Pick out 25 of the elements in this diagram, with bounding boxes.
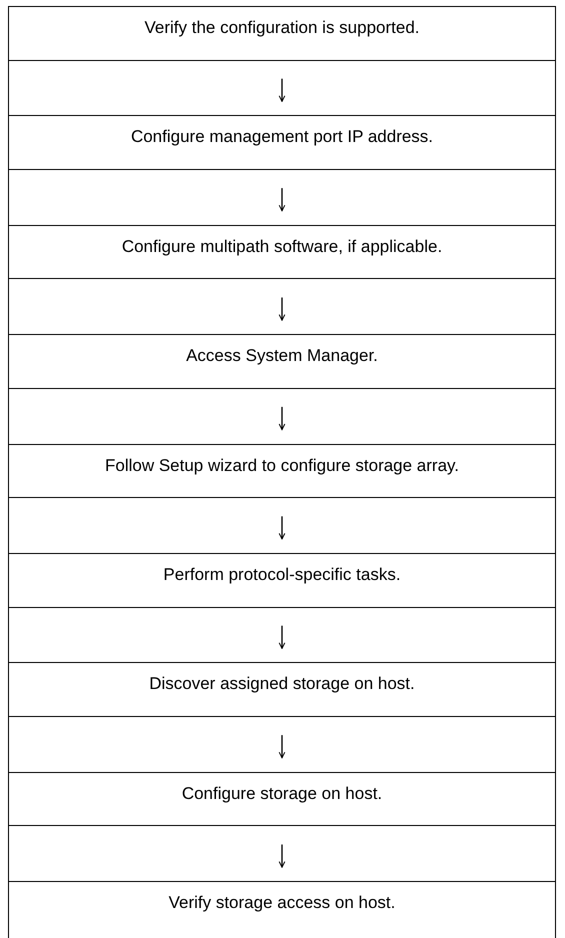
step-text: Verify storage access on host. [168,892,396,914]
step-row [8,224,556,280]
arrow [278,78,286,102]
arrow [278,516,286,540]
arrow [278,626,286,649]
arrow [278,298,286,321]
step-text: Verify the configuration is supported. [144,17,420,38]
step-row [8,553,556,608]
arrow [278,735,286,758]
step-row [8,444,556,498]
step-row [8,772,556,826]
step-row [8,334,556,389]
step-text: Discover assigned storage on host. [148,673,416,694]
arrow [278,844,286,868]
step-text: Access System Manager. [185,345,379,366]
step-row [8,6,556,61]
step-row [8,115,556,170]
step-text: Configure storage on host. [180,782,384,804]
step-row [8,662,556,718]
step-text: Perform protocol-specific tasks. [162,564,402,585]
step-text: Follow Setup wizard to configure storage array. [104,454,460,476]
arrow [278,406,286,430]
step-text: Configure management port IP address. [130,126,434,148]
arrow [278,188,286,212]
step-text: Configure multipath software, if applicable. [120,236,444,257]
